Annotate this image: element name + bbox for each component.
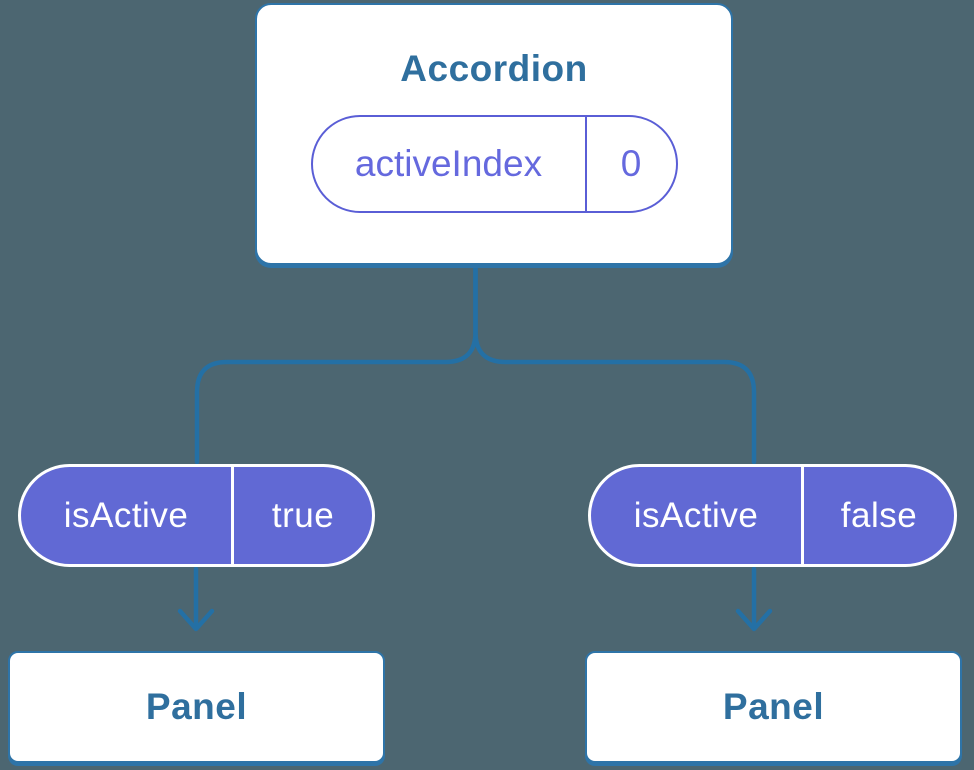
branch-line-left [194,261,478,465]
state-value-label: 0 [584,117,676,211]
panel-node-right: Panel [585,651,962,763]
accordion-node: Accordion activeIndex 0 [255,3,733,265]
prop-value-label: false [801,467,954,564]
state-pill-activeindex: activeIndex 0 [310,115,678,213]
panel-node-title: Panel [722,686,825,727]
prop-pill-isactive-false: isActive false [588,464,957,567]
prop-value-label: true [231,467,372,564]
arrow-down-icon [735,566,773,632]
prop-pill-isactive-true: isActive true [18,464,375,567]
prop-name-label: isActive [633,495,759,535]
panel-node-title: Panel [145,686,248,727]
branch-line-right [473,261,757,465]
arrow-down-icon [177,566,215,632]
prop-name-label: isActive [63,495,189,535]
state-name-label: activeIndex [354,143,543,184]
panel-node-left: Panel [8,651,385,763]
accordion-node-title: Accordion [400,48,588,89]
